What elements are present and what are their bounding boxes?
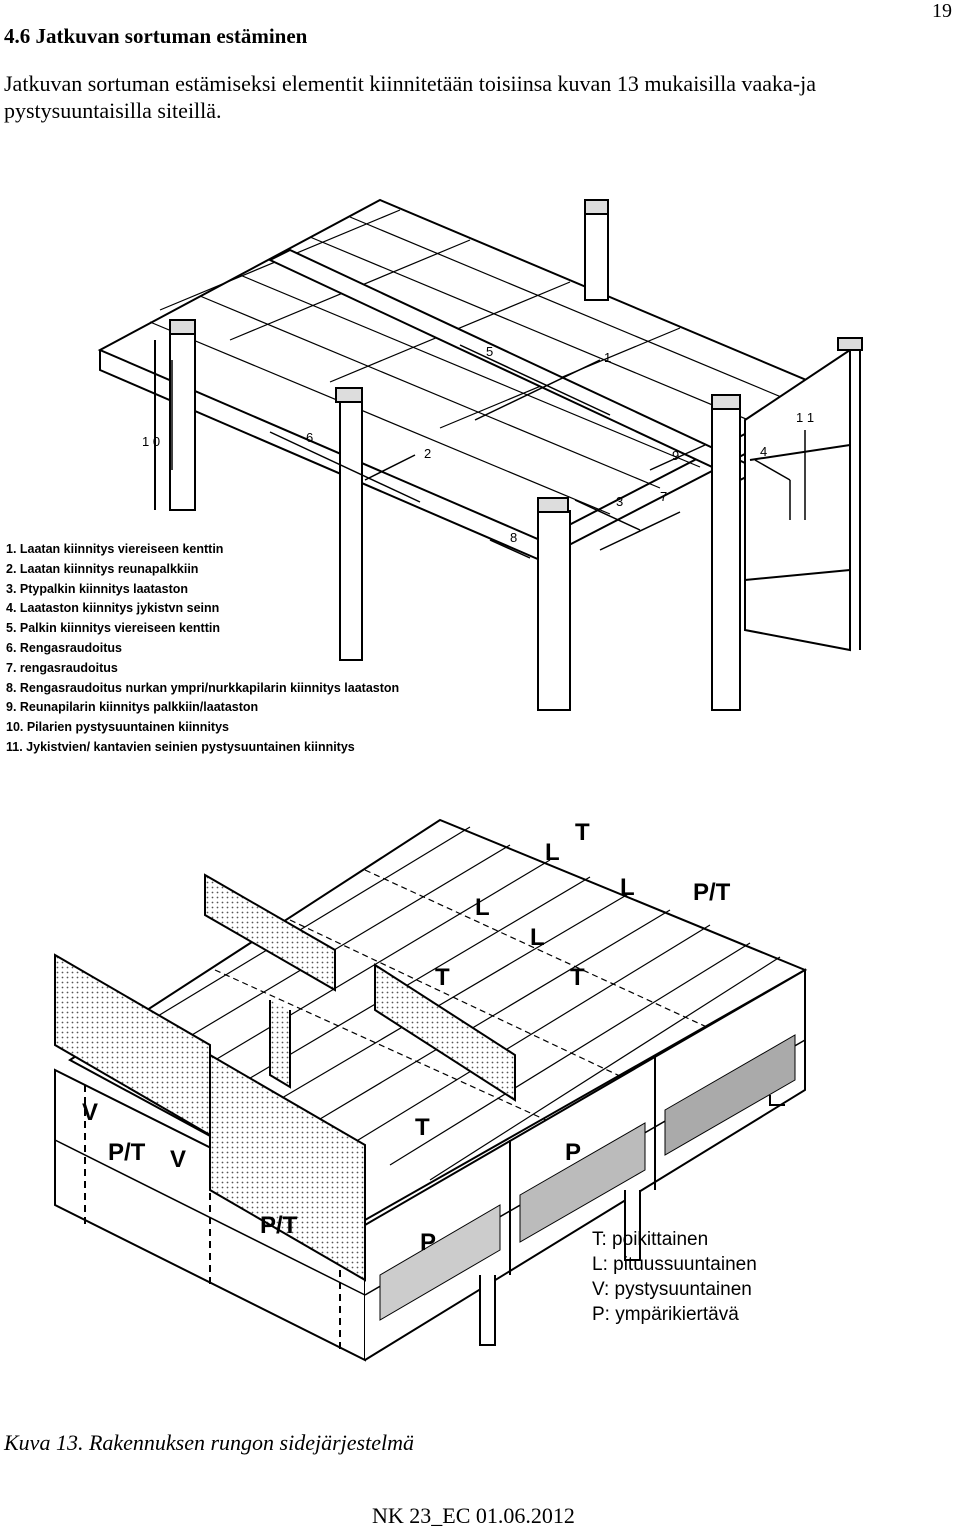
mark-v: V bbox=[82, 1099, 98, 1126]
label-3: 3 bbox=[616, 494, 623, 509]
column-10 bbox=[169, 330, 196, 511]
arrow-4 bbox=[754, 459, 791, 481]
legend-item: 4. Laataston kiinnitys jykistvn seinn bbox=[6, 601, 220, 616]
mark-p: P bbox=[565, 1139, 581, 1166]
direction-legend: T: poikittainen L: pituussuuntainen V: p… bbox=[592, 1227, 757, 1327]
figure-caption: Kuva 13. Rakennuksen rungon sidejärjeste… bbox=[4, 1430, 414, 1455]
legend-item: 8. Rengasraudoitus nurkan ympri/nurkkapi… bbox=[6, 680, 400, 695]
legend-item: T: poikittainen bbox=[592, 1229, 709, 1250]
mark-pt: P/T bbox=[108, 1139, 146, 1166]
arrow-5 bbox=[459, 344, 611, 416]
legend-item: 6. Rengasraudoitus bbox=[6, 640, 122, 655]
legend-item: 3. Ptypalkin kiinnitys laataston bbox=[6, 581, 189, 596]
arrow-11 bbox=[789, 430, 806, 520]
arrow-2 bbox=[364, 454, 416, 481]
legend-item: 1. Laatan kiinnitys viereiseen kenttin bbox=[6, 542, 224, 556]
legend-item: 5. Palkin kiinnitys viereiseen kenttin bbox=[6, 621, 220, 636]
label-9: 9 bbox=[672, 448, 679, 463]
mark-pt: P/T bbox=[693, 879, 731, 906]
arrow-1 bbox=[474, 359, 601, 421]
legend-item: 9. Reunapilarin kiinnitys palkkiin/laata… bbox=[6, 700, 259, 715]
arrow-7 bbox=[599, 511, 681, 551]
mark-l: L bbox=[620, 874, 635, 901]
wall-back-right bbox=[374, 963, 516, 1102]
mark-pt: P/T bbox=[260, 1212, 298, 1239]
column-corner bbox=[537, 510, 571, 711]
wall-back-left bbox=[204, 873, 336, 992]
tie-legend: 1. Laatan kiinnitys viereiseen kenttin 2… bbox=[6, 540, 399, 758]
legend-item: P: ympärikiertävä bbox=[592, 1304, 739, 1325]
mark-l: L bbox=[545, 839, 560, 866]
legend-item: 11. Jykistvien/ kantavien seinien pystys… bbox=[6, 739, 355, 754]
intro-paragraph: Jatkuvan sortuman estämiseksi elementit … bbox=[4, 71, 816, 123]
label-4: 4 bbox=[760, 444, 767, 459]
mark-l: L bbox=[475, 894, 490, 921]
legend-item: 7. rengasraudoitus bbox=[6, 660, 118, 675]
label-10: 1 0 bbox=[142, 434, 160, 449]
legend-item: V: pystysuuntainen bbox=[592, 1279, 752, 1300]
frame-ties-figure: 5 1 6 1 0 2 9 4 1 1 3 7 8 bbox=[97, 198, 863, 711]
wall-mid-left bbox=[209, 1053, 366, 1282]
mark-t: T bbox=[570, 964, 585, 991]
section-heading: 4.6 Jatkuvan sortuman estäminen bbox=[4, 24, 308, 48]
legend-item: 10. Pilarien pystysuuntainen kiinnitys bbox=[6, 720, 229, 735]
page-footer: NK 23_EC 01.06.2012 bbox=[372, 1503, 575, 1528]
column-right bbox=[711, 405, 741, 711]
mark-p: P bbox=[420, 1229, 436, 1256]
mark-t: T bbox=[575, 819, 590, 846]
label-6: 6 bbox=[306, 430, 313, 445]
column-back bbox=[584, 210, 609, 301]
mark-l: L bbox=[530, 924, 545, 951]
label-1: 1 bbox=[604, 350, 611, 365]
arrow-6 bbox=[269, 431, 421, 503]
label-5: 5 bbox=[486, 344, 493, 359]
tie-system-figure: L L L L T T T T P/T P/T P/T V V P P bbox=[54, 818, 808, 1362]
label-8: 8 bbox=[510, 530, 517, 545]
legend-item: L: pituussuuntainen bbox=[592, 1254, 757, 1275]
mark-v: V bbox=[170, 1146, 186, 1173]
mark-t: T bbox=[415, 1114, 430, 1141]
column-center bbox=[339, 400, 363, 661]
mark-t: T bbox=[435, 964, 450, 991]
arrow-8 bbox=[489, 539, 531, 559]
legend-item: 2. Laatan kiinnitys reunapalkkiin bbox=[6, 561, 199, 576]
arrow-3 bbox=[574, 499, 641, 531]
label-7: 7 bbox=[660, 489, 667, 504]
label-11: 1 1 bbox=[796, 410, 814, 425]
label-2: 2 bbox=[424, 446, 431, 461]
arrow-9 bbox=[649, 444, 706, 471]
page-number: 19 bbox=[932, 0, 952, 22]
